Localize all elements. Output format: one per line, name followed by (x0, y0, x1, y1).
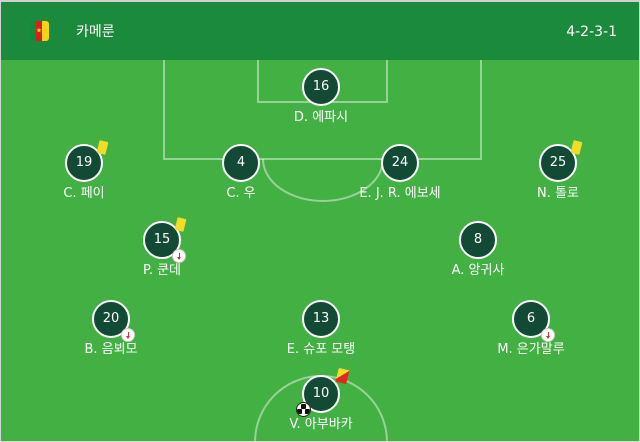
player-24[interactable]: 24 E. J. R. 에보세 (330, 144, 470, 202)
player-number-badge: 25 (539, 140, 583, 182)
player-number-badge: 20 (92, 300, 135, 342)
cameroon-flag-icon: ★ (29, 21, 49, 41)
player-13[interactable]: 13 E. 슈포 모탱 (251, 300, 391, 358)
player-number-badge: 4 (222, 144, 260, 182)
player-name: C. 우 (226, 186, 256, 201)
player-8[interactable]: 8 A. 앙귀사 (408, 221, 548, 279)
player-number-badge: 16 (302, 68, 340, 106)
player-name: M. 은가말루 (497, 342, 565, 357)
substitution-out-icon (172, 249, 186, 263)
red-card-icon (335, 367, 350, 385)
player-10[interactable]: 10 V. 아부바카 (251, 367, 391, 433)
player-name: A. 앙귀사 (451, 263, 505, 278)
yellow-card-icon (570, 140, 583, 155)
player-name: P. 쿤데 (143, 263, 181, 278)
player-number-badge: 19 (65, 140, 109, 182)
player-number-badge: 24 (381, 144, 419, 182)
player-name: N. 톨로 (537, 186, 579, 201)
substitution-out-icon (541, 328, 555, 342)
player-15[interactable]: 15 P. 쿤데 (92, 217, 232, 279)
yellow-card-icon (174, 217, 187, 232)
team-header: ★ 카메룬 4-2-3-1 (1, 2, 639, 60)
player-name: B. 음뵈모 (84, 342, 138, 357)
player-25[interactable]: 25 N. 톨로 (488, 140, 628, 202)
substitution-out-icon (121, 328, 135, 342)
player-name: C. 페이 (63, 186, 105, 201)
player-name: E. 슈포 모탱 (286, 342, 356, 357)
team-name: 카메룬 (76, 24, 115, 40)
goal-ball-icon (296, 402, 311, 417)
yellow-card-icon (96, 140, 109, 155)
player-4[interactable]: 4 C. 우 (171, 144, 311, 202)
player-19[interactable]: 19 C. 페이 (14, 140, 154, 202)
player-number-badge: 10 (296, 367, 350, 417)
player-16[interactable]: 16 D. 에파시 (251, 68, 391, 126)
pitch: 16 D. 에파시 19 C. 페이 4 C. 우 24 E. J. R. 에보… (1, 60, 639, 441)
formation-label: 4-2-3-1 (566, 24, 617, 40)
pitch-markings (163, 60, 482, 441)
player-number-badge: 15 (143, 217, 187, 263)
player-20[interactable]: 20 B. 음뵈모 (41, 300, 181, 358)
player-name: V. 아부바카 (289, 417, 353, 432)
player-name: D. 에파시 (293, 110, 349, 125)
player-name: E. J. R. 에보세 (359, 186, 441, 201)
player-number-badge: 13 (302, 300, 340, 338)
player-6[interactable]: 6 M. 은가말루 (461, 300, 601, 358)
player-number-badge: 8 (459, 221, 497, 259)
player-number-badge: 6 (512, 300, 555, 342)
